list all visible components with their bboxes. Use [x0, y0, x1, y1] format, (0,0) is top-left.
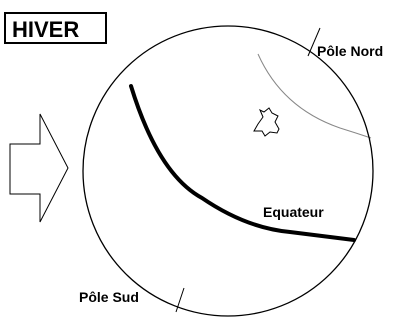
sun-direction-arrow-icon	[9, 113, 69, 223]
north-pole-label: Pôle Nord	[317, 43, 383, 59]
equator-label: Equateur	[263, 204, 324, 220]
france-location-icon	[253, 107, 280, 137]
south-pole-label: Pôle Sud	[79, 289, 139, 305]
equator-line	[129, 84, 356, 242]
season-label-box	[4, 12, 107, 44]
latitude-parallel-line	[257, 53, 372, 139]
axis-south-segment	[175, 287, 185, 313]
earth-circle	[82, 25, 374, 317]
season-label: HIVER	[12, 17, 79, 42]
